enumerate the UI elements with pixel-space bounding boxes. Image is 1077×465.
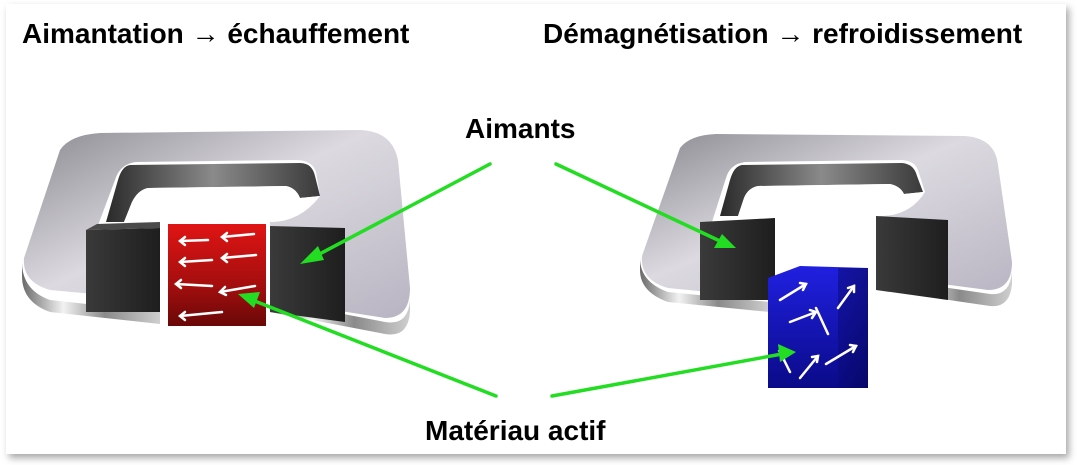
- left-pole-magnet-a: [86, 228, 160, 312]
- right-pole-magnet-b: [876, 216, 948, 300]
- arrow-material-left: [238, 292, 498, 398]
- left-yoke-inner-wall: [106, 163, 320, 222]
- left-pole-magnet-a-top: [86, 222, 160, 230]
- left-yoke-inner-floor: [124, 186, 320, 224]
- right-yoke-side: [640, 258, 770, 312]
- right-yoke-inner-floor: [738, 184, 923, 218]
- active-material-magnetized: [168, 224, 266, 326]
- label-active-material: Matériau actif: [425, 415, 606, 446]
- title-magnetization: Aimantation → échauffement: [22, 18, 410, 49]
- left-pole-magnet-b: [270, 226, 345, 322]
- active-material-demagnetized: [768, 266, 868, 388]
- right-magnet-assembly: [640, 134, 1012, 388]
- arrow-material-right: [550, 344, 796, 398]
- annotation-arrows: [238, 162, 796, 398]
- arrow-magnets-right: [554, 162, 736, 248]
- right-pole-magnet-a: [700, 218, 775, 300]
- right-yoke-inner-wall: [720, 163, 923, 216]
- title-demagnetization: Démagnétisation → refroidissement: [543, 18, 1023, 49]
- label-magnets: Aimants: [465, 113, 576, 144]
- left-magnet-assembly: [22, 130, 410, 335]
- arrow-magnets-left: [300, 162, 492, 264]
